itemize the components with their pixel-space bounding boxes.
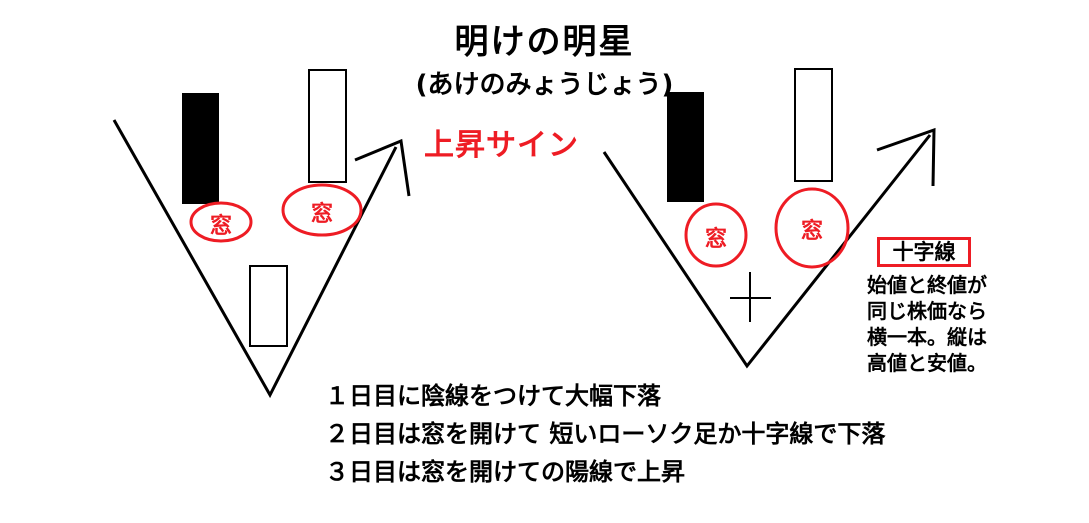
right-window-label-1: 窓 — [704, 227, 727, 252]
left-trend-line — [112, 119, 398, 399]
doji-label: 十字線 — [892, 240, 956, 264]
right-trend-line — [602, 134, 932, 369]
left-window-label-1: 窓 — [209, 214, 232, 239]
diagram-title: 明けの明星 — [454, 22, 635, 62]
doji-label-box: 十字線 — [877, 237, 971, 267]
right-bearish-candle — [667, 92, 704, 202]
right-arrow-head — [876, 127, 936, 187]
right-window-label-2: 窓 — [800, 219, 823, 244]
doji-description-line: 始値と終値が — [867, 273, 987, 297]
left-window-circle-2 — [281, 183, 363, 237]
doji-description-line: 横一本。縦は — [867, 325, 987, 349]
left-small-candle — [249, 265, 288, 347]
diagram-subtitle: (あけのみょうじょう) — [415, 70, 674, 100]
left-bearish-candle — [182, 93, 219, 204]
right-bullish-candle — [794, 68, 833, 182]
left-arrow-head — [354, 138, 411, 197]
explanation-day-2: ２日目は窓を開けて 短いローソク足か十字線で下落 — [325, 420, 886, 448]
rising-signal-label: 上昇サイン — [424, 128, 579, 163]
pattern-explanation: １日目に陰線をつけて大幅下落 ２日目は窓を開けて 短いローソク足か十字線で下落 … — [325, 377, 885, 491]
doji-description: 始値と終値が 同じ株価なら 横一本。縦は 高値と安値。 — [842, 272, 1012, 376]
left-window-label-2: 窓 — [310, 202, 333, 227]
right-window-circle-2 — [774, 187, 850, 269]
left-window-circle-1 — [189, 201, 253, 243]
right-window-circle-1 — [684, 202, 748, 268]
doji-description-line: 高値と安値。 — [867, 351, 987, 375]
explanation-day-1: １日目に陰線をつけて大幅下落 — [325, 382, 661, 410]
doji-description-line: 同じ株価なら — [867, 299, 987, 323]
left-bullish-candle — [308, 69, 347, 183]
explanation-day-3: ３日目は窓を開けての陽線で上昇 — [325, 458, 685, 486]
